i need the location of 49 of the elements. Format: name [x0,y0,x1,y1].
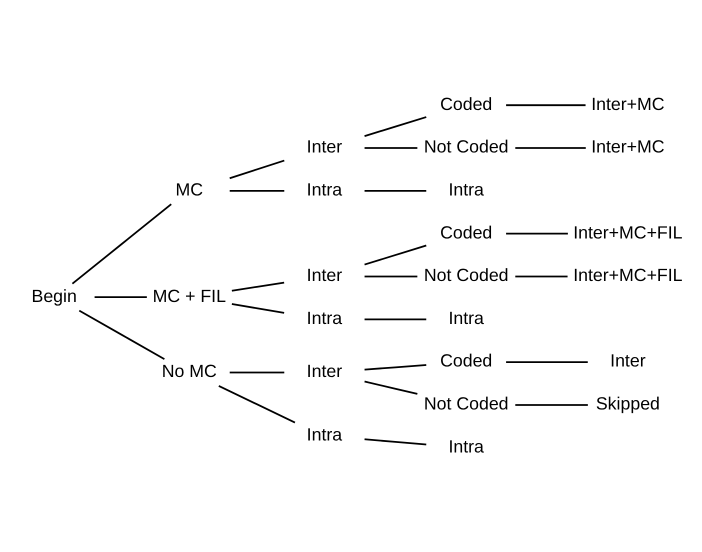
connector [232,302,284,314]
connector [230,189,284,192]
connector [364,189,426,192]
connector [364,438,426,445]
connector [506,232,568,234]
node-text: Intra [306,424,342,444]
connector [218,384,296,423]
node-text: Coded [440,350,492,370]
node-text: Inter+MC+FIL [573,264,683,285]
node-text: Inter+MC [591,93,665,114]
connector [515,404,588,406]
node-text: Not Coded [424,136,509,156]
connector [515,275,568,277]
node-text: Inter+MC+FIL [573,222,683,242]
connector [506,360,588,363]
connector [364,146,418,148]
connector [229,159,285,179]
connector [72,203,172,284]
node-text: Inter+MC [591,136,665,156]
node-text: Intra [306,307,342,328]
connector [364,275,418,277]
node-text: Skipped [596,393,660,414]
node-text: Inter [306,264,342,285]
node-text: No MC [162,360,217,381]
node-text: MC [176,178,204,199]
connector [364,244,427,265]
connector [78,309,165,360]
node-text: Inter [306,360,342,381]
node-text: MC + FIL [152,285,226,306]
connector [364,380,418,394]
connector [230,371,284,373]
node-text: Intra [448,307,484,328]
node-text: Coded [440,93,492,114]
node-text: Not Coded [424,264,509,285]
node-text: Intra [448,178,484,199]
node-text: Begin [32,285,77,306]
node-text: Coded [440,222,492,242]
node-text: Intra [306,178,342,199]
connector [94,296,147,298]
connector [232,281,284,292]
connector [506,104,586,106]
node-text: Inter [306,136,342,156]
node-text: Not Coded [424,393,509,414]
connector [364,364,426,370]
node-text: Intra [448,436,484,456]
node-text: Inter [610,350,646,370]
connector [364,318,426,320]
connector [364,116,427,136]
connector [515,146,586,148]
